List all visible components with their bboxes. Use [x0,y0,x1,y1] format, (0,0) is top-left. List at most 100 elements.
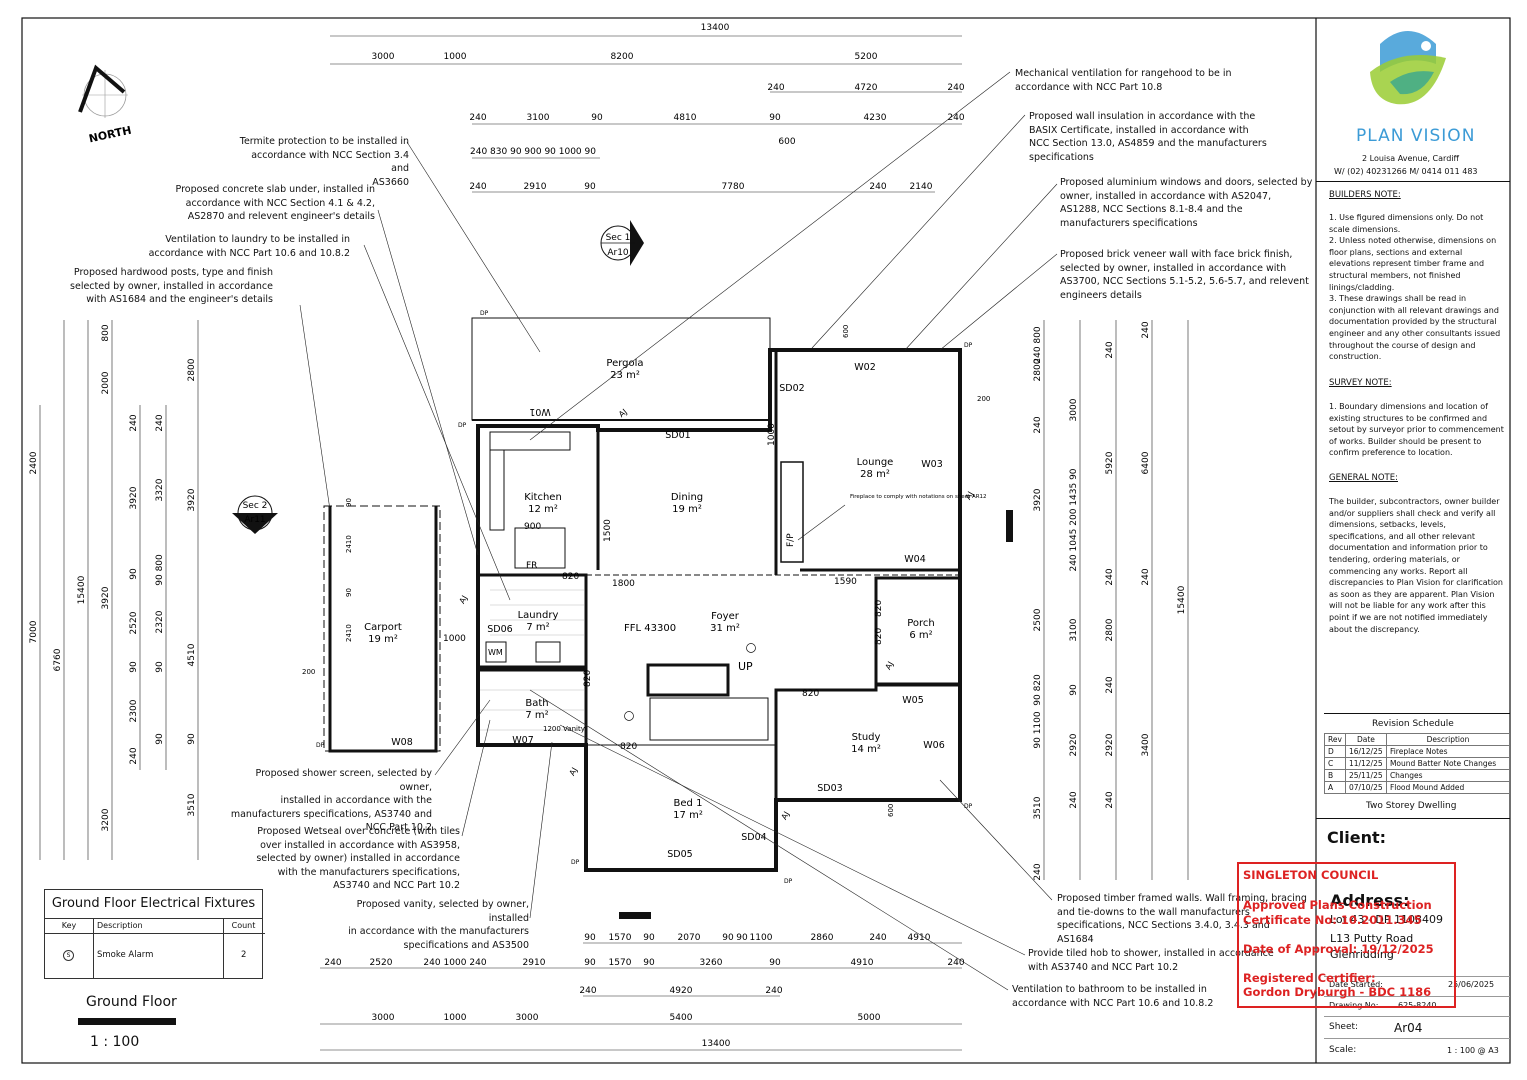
rev-id: C [1324,757,1346,770]
dim-text: 3260 [700,958,723,968]
dim-text: 240 800 [1033,326,1043,363]
dim-text: 600 [778,137,795,147]
council-approval-stamp: SINGLETON COUNCIL Approved Plans Constru… [1237,862,1456,1008]
dim-top-total: 13400 [701,23,730,33]
company-address: 2 Louisa Avenue, Cardiff [1362,154,1460,163]
drawing-no-label: Drawing No: [1329,1001,1379,1010]
aj-label: AJ [884,660,896,671]
internal-dim: 900 [524,522,541,532]
dim-text: 3920 [101,586,111,609]
room-name: Bed 1 [674,798,703,809]
dim-text: 240 [469,113,486,123]
carport-dim: 2410 [345,624,353,642]
project-name: Two Storey Dwelling [1366,801,1457,811]
aj-label: AJ [458,594,470,605]
floor-plan [323,317,1013,919]
smoke-alarm-icon: S [63,950,74,961]
aj-label: AJ [617,407,629,419]
note-tiled-hob: Provide tiled hob to shower, installed i… [1028,948,1274,973]
dim-text: 2520 [129,611,139,634]
opening-label: W08 [391,737,412,748]
dim-text: 240 [869,933,886,943]
dim-text: 1570 [609,933,632,943]
internal-dim: 600 [887,804,895,817]
fixture-description: Smoke Alarm [97,950,154,960]
dim-text: 90 [591,113,603,123]
dim-text: 4810 [674,113,697,123]
drawing-title: Ground Floor [86,994,177,1010]
stamp-line2: Certificate No: 10.2011.345 [1243,913,1422,927]
dim-text: 15400 [77,575,87,604]
room-area: 19 m² [368,634,398,645]
leader-lines [299,71,1058,991]
room-area: 7 m² [526,622,549,633]
internal-dim: 1590 [834,577,857,587]
room-name: Laundry [518,610,559,621]
stamp-council: SINGLETON COUNCIL [1243,868,1379,882]
dim-text: 240 [765,986,782,996]
dim-text: 90 [584,958,596,968]
dim-text: 240 [1105,676,1115,693]
room-name: Pergola [606,358,643,369]
dim-text: 2800 [1105,618,1115,641]
dim-text: 240 [1141,321,1151,338]
survey-note-text: 1. Boundary dimensions and location of e… [1329,402,1504,458]
room-name: Lounge [857,457,894,468]
dim-text: 240 [1141,568,1151,585]
room-area: 6 m² [909,630,932,641]
dim-text: 2920 [1069,733,1079,756]
fixtures-title: Ground Floor Electrical Fixtures [45,890,262,919]
dim-text: 240 [1033,863,1043,880]
note-vanity: Proposed vanity, selected by owner, inst… [348,899,529,951]
dim-text: 240 [947,113,964,123]
dim-text: 240 [324,958,341,968]
dim-text: 240 [129,414,139,431]
dim-text: 1100 [750,933,773,943]
address-lot: Lot 43 - DP 1108409 [1330,913,1444,926]
dim-text: 90 [769,113,781,123]
room-area: 17 m² [673,810,703,821]
room-area: 12 m² [528,504,558,515]
internal-dim: 600 [842,325,850,338]
bottom-dimensions: 90 1570 90 2070 90 90 1100 2860 240 4910… [320,933,965,1051]
dim-text: 240 [129,747,139,764]
dim-text: 240 [947,958,964,968]
opening-label: W02 [854,362,875,373]
dim-text: 90 [129,568,139,580]
dim-text: 8200 [611,52,634,62]
dim-text: 2400 [29,451,39,474]
date-started: 25/06/2025 [1448,980,1495,989]
room-area: 7 m² [525,710,548,721]
address-label: Address: [1330,891,1410,910]
dim-text: 2070 [678,933,701,943]
dim-text: 90 [155,733,165,745]
dim-text: 90 820 [1033,674,1043,706]
note-insulation: Proposed wall insulation in accordance w… [1029,111,1267,163]
note-shower-screen: Proposed shower screen, selected by owne… [230,768,432,833]
dim-text: 90 [1069,684,1079,696]
internal-dim: 1800 [612,579,635,589]
dim-text: 3000 [372,1013,395,1023]
dim-text: 2800 [187,358,197,381]
opening-label: SD04 [741,832,766,843]
dp-label: DP [458,422,467,429]
address-suburb: Glenridding [1330,948,1394,961]
dim-text: 6760 [53,648,63,671]
fridge-label: FR [526,561,537,571]
dim-text: 90 [584,182,596,192]
rev-desc: Flood Mound Added [1385,781,1511,794]
opening-label: SD01 [665,430,690,441]
note-termite: Termite protection to be installed in ac… [239,136,409,188]
dim-text: 6400 [1141,451,1151,474]
note-wetseal: Proposed Wetseal over concrete (with til… [256,826,460,891]
note-windows: Proposed aluminium windows and doors, se… [1060,177,1313,229]
company-name: PLAN VISION [1356,126,1476,146]
room-area: 28 m² [860,469,890,480]
dim-text: 90 800 [155,554,165,586]
dim-text: 5920 [1105,451,1115,474]
dim-text: 3200 [101,808,111,831]
stamp-line4: Registered Certifier: [1243,971,1376,985]
smoke-alarm-icon [746,643,756,653]
top-dimensions: 13400 3000 1000 8200 5200 240 4720 240 2… [330,23,965,193]
